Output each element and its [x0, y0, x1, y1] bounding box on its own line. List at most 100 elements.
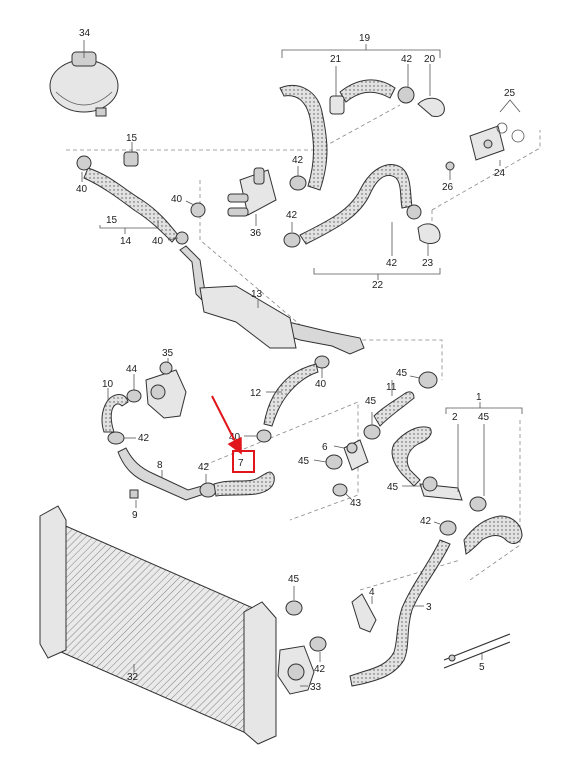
- callout-42-lower-left: 42: [286, 210, 298, 221]
- expansion-tank: [49, 51, 119, 117]
- callout-45-mid: 45: [365, 396, 377, 407]
- callout-42-pump: 42: [314, 664, 326, 675]
- clamp-40-center: [190, 202, 206, 218]
- clamp-42-pump: [309, 636, 327, 652]
- callout-42-mid-left: 42: [292, 155, 304, 166]
- callout-42-lower-right: 42: [420, 516, 432, 527]
- callout-44: 44: [126, 364, 138, 375]
- clamp-40-lower: [256, 429, 272, 443]
- clamp-40-right: [314, 355, 330, 369]
- callout-32: 32: [127, 672, 139, 683]
- highlight-box: [232, 450, 255, 473]
- callout-40-right: 40: [315, 379, 327, 390]
- callout-35: 35: [162, 348, 174, 359]
- thermostat-housing-35: [145, 361, 187, 419]
- callout-12: 12: [250, 388, 262, 399]
- hose-11: [373, 391, 415, 427]
- callout-45-top: 45: [396, 368, 408, 379]
- clamp-40-left: [76, 155, 92, 171]
- bolt-9: [129, 489, 139, 499]
- callout-4: 4: [369, 587, 375, 598]
- clamp-42-top-right: [397, 86, 415, 104]
- callout-40-center: 40: [171, 194, 183, 205]
- callout-15-top: 15: [126, 133, 138, 144]
- callout-42-top-right: 42: [401, 54, 413, 65]
- callout-2: 2: [452, 412, 458, 423]
- clamp-44: [126, 389, 142, 403]
- clamp-42-mid-left: [289, 175, 307, 191]
- bolt-26: [445, 161, 455, 171]
- callout-23: 23: [422, 258, 434, 269]
- callout-42-center: 42: [198, 462, 210, 473]
- flange-24: [469, 125, 505, 161]
- seal-rings-25: [496, 122, 525, 143]
- callout-20: 20: [424, 54, 436, 65]
- clamp-42-lower-left: [283, 232, 301, 248]
- clip-strap-5: [443, 633, 511, 669]
- callout-7: 7: [238, 458, 244, 469]
- connector-21: [329, 95, 345, 115]
- callout-45-lower-left: 45: [298, 456, 310, 467]
- clamp-43: [332, 483, 348, 497]
- hose-10: [101, 394, 129, 433]
- clamp-45-radiator: [285, 600, 303, 616]
- callout-15-bottom: 15: [106, 215, 118, 226]
- callout-5: 5: [479, 662, 485, 673]
- elbow-23: [417, 223, 441, 244]
- elbow-20: [417, 97, 445, 117]
- callout-42-left: 42: [138, 433, 150, 444]
- coolant-pipe-13: [179, 245, 365, 355]
- callout-45-center-right: 45: [387, 482, 399, 493]
- clamp-45-mid: [363, 424, 381, 440]
- radiator-32: [39, 505, 277, 745]
- clamp-45-lower-left: [325, 454, 343, 470]
- callout-8: 8: [157, 460, 163, 471]
- clamp-45-center-right: [422, 476, 438, 492]
- callout-21: 21: [330, 54, 342, 65]
- callout-13: 13: [251, 289, 263, 300]
- callout-14: 14: [120, 236, 132, 247]
- hose-21: [279, 79, 396, 191]
- hose-7: [213, 471, 275, 497]
- callout-1: 1: [476, 392, 482, 403]
- callout-6: 6: [322, 442, 328, 453]
- callout-25: 25: [504, 88, 516, 99]
- callout-24: 24: [494, 168, 506, 179]
- clamp-45-right: [469, 496, 487, 512]
- lower-assembly-outline: [204, 401, 521, 591]
- coolant-flange-36: [227, 167, 277, 217]
- highlight-arrow: [211, 395, 242, 455]
- hose-right-elbow: [463, 515, 523, 555]
- clamp-42-left: [107, 431, 125, 445]
- callout-45-right: 45: [478, 412, 490, 423]
- hose-14: [83, 167, 179, 243]
- callout-36: 36: [250, 228, 262, 239]
- clamp-42-lower-right: [406, 204, 422, 220]
- callout-11: 11: [386, 382, 397, 393]
- clamp-42-center: [199, 482, 217, 498]
- callout-22: 22: [372, 280, 384, 291]
- bracket-4: [351, 593, 377, 633]
- callout-19: 19: [359, 33, 371, 44]
- callout-43: 43: [350, 498, 362, 509]
- callout-3: 3: [426, 602, 432, 613]
- callout-9: 9: [132, 510, 138, 521]
- hose-12: [263, 363, 319, 427]
- callout-40-left: 40: [76, 184, 88, 195]
- callout-34: 34: [79, 28, 91, 39]
- coolant-pump-33: [277, 645, 315, 695]
- connector-6: [343, 439, 369, 471]
- clamp-45-top: [418, 371, 438, 389]
- hose-22: [299, 164, 413, 245]
- callout-26: 26: [442, 182, 454, 193]
- hose-3: [349, 539, 451, 687]
- clamp-15-top: [123, 151, 139, 167]
- callout-45-radiator: 45: [288, 574, 300, 585]
- callout-40-hose-end: 40: [152, 236, 164, 247]
- callout-33: 33: [310, 682, 322, 693]
- hose-2: [391, 426, 432, 487]
- callout-10: 10: [102, 379, 114, 390]
- callout-42-bottom: 42: [386, 258, 398, 269]
- clamp-42-lower-right: [439, 520, 457, 536]
